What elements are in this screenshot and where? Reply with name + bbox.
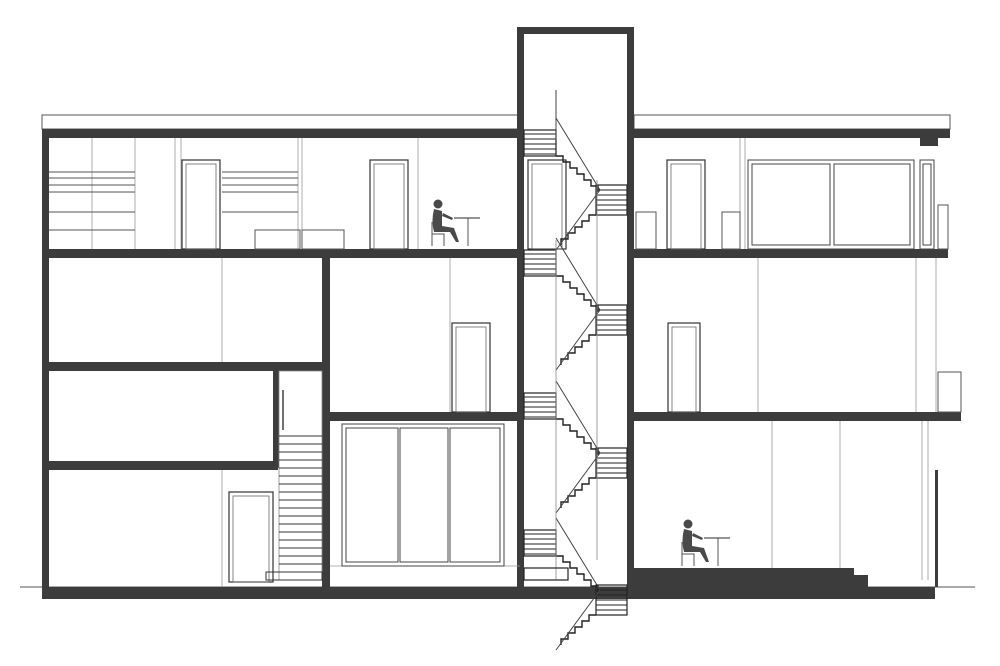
tower-landing: [523, 129, 557, 157]
figure-arm: [692, 533, 703, 540]
tower-stringer: [555, 189, 601, 251]
seated-figure-top: [431, 199, 480, 246]
door-mid-center: [451, 322, 491, 413]
roof-slab-right: [634, 129, 950, 138]
door-mid-right: [667, 322, 701, 413]
tower-stringer: [555, 452, 601, 514]
figure-head: [433, 199, 443, 209]
door-top-center: [369, 159, 409, 250]
wall-center-left: [322, 258, 330, 587]
windows: [341, 159, 935, 567]
figure-body: [432, 209, 459, 242]
stair-tower: [517, 27, 634, 587]
doors: [181, 159, 706, 583]
cabinet-4: [721, 211, 741, 250]
tower-roof: [517, 27, 634, 34]
tower-stringer: [555, 517, 601, 591]
cabinet-3: [635, 211, 657, 250]
staircase-left: [265, 370, 323, 581]
slab-level-2-left: [42, 249, 520, 258]
tower-flight-return: [560, 614, 596, 645]
figure-arm: [442, 213, 453, 220]
slab-left-low: [42, 461, 278, 470]
seated-figure-ground: [681, 519, 730, 566]
wall-right-low: [935, 470, 938, 587]
raised-floor-right: [634, 568, 854, 587]
chair: [681, 542, 695, 566]
interior-walls: [273, 258, 938, 587]
step-right: [854, 575, 868, 587]
tower-flight-return: [560, 477, 596, 508]
tower-bottom-landing: [523, 567, 569, 581]
slab-right-mid: [634, 412, 961, 421]
tower-flight-down: [556, 155, 599, 192]
door-tower-top: [527, 159, 567, 250]
figure-body: [682, 529, 709, 562]
tower-wall-left: [517, 27, 524, 587]
roof-parapet-right: [633, 114, 951, 130]
door-ground-left: [228, 491, 274, 583]
floor-slabs: [42, 249, 961, 599]
furniture: [254, 204, 962, 413]
tower-flight-return: [560, 334, 596, 365]
balcony-rail-top: [937, 204, 949, 250]
ground-slab: [42, 587, 935, 599]
glazing-ground-center: [341, 423, 505, 567]
tower-flight-down: [556, 418, 599, 455]
window-top-right: [747, 159, 915, 250]
figure-head: [683, 519, 693, 529]
door-top-left: [181, 159, 221, 250]
tower-flight-down: [556, 275, 599, 312]
tower-stringer: [555, 309, 601, 371]
slab-left-mid: [42, 362, 324, 371]
window-top-right-narrow: [919, 159, 935, 250]
door-top-right: [666, 159, 706, 250]
tower-stringer: [555, 117, 601, 191]
slab-level-2-right: [634, 249, 948, 258]
roof-edge-block: [920, 138, 938, 146]
cabinet-1: [254, 229, 301, 250]
tower-flight-return: [560, 214, 596, 245]
stair-landing: [265, 571, 323, 581]
chair: [431, 222, 445, 246]
tower-stringer: [555, 589, 601, 651]
cabinet-2: [301, 229, 345, 250]
tower-wall-right: [627, 27, 634, 587]
staircase-tower: [523, 90, 628, 651]
tower-stringer: [555, 380, 601, 454]
balcony-rail-mid: [937, 371, 962, 413]
slab-center-mid: [330, 412, 520, 421]
roof-slab-left: [42, 129, 520, 138]
tower-flight-down: [556, 555, 599, 592]
roof-parapet-left: [41, 114, 521, 130]
tower-stringer: [555, 237, 601, 311]
roof: [41, 114, 951, 146]
shelving-left: [49, 171, 298, 231]
wall-left-stair: [273, 371, 279, 468]
